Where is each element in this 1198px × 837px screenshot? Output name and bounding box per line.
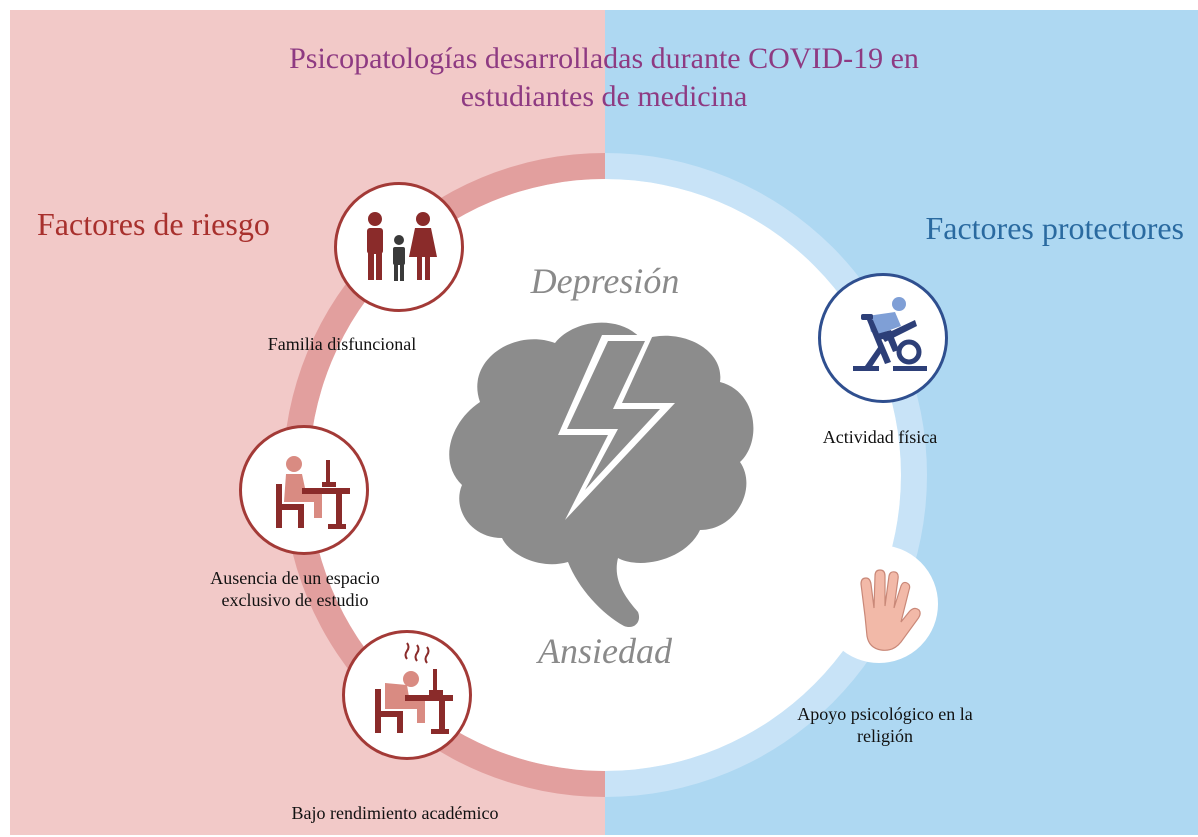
protective-item-2-label: Apoyo psicológico en la religión: [770, 703, 1000, 747]
open-hand-icon: [860, 569, 921, 651]
risk-item-2-label-line-1: Ausencia de un espacio: [210, 568, 380, 588]
protective-factors-heading: Factores protectores: [925, 210, 1184, 246]
title-line-2: estudiantes de medicina: [460, 80, 748, 113]
family-icon-circle: [334, 182, 464, 312]
open-hand-icon-circle: [820, 545, 938, 663]
risk-item-2-label: Ausencia de un espacio exclusivo de estu…: [175, 567, 415, 611]
central-ring: [283, 153, 927, 797]
family-icon: [367, 212, 437, 281]
diagram-canvas: Psicopatologías desarrolladas durante CO…: [10, 10, 1198, 835]
stationary-bike-icon-circle: [818, 273, 948, 403]
center-top-label: Depresión: [530, 261, 680, 301]
protective-item-1-label: Actividad física: [822, 427, 938, 447]
desk-study-icon: [276, 456, 350, 529]
desk-study-icon-circle: [239, 425, 369, 555]
risk-item-1-label: Familia disfuncional: [267, 334, 417, 354]
stationary-bike-icon: [853, 297, 927, 371]
brain-lightning-icon: [449, 322, 754, 628]
risk-item-2-label-line-2: exclusivo de estudio: [221, 590, 369, 610]
center-bottom-label: Ansiedad: [538, 631, 672, 671]
title-line-1: Psicopatologías desarrolladas durante CO…: [289, 42, 919, 75]
protective-item-2-label-line-1: Apoyo psicológico en la: [797, 704, 973, 724]
stressed-student-icon-circle: [342, 630, 472, 760]
risk-item-3-label: Bajo rendimiento académico: [291, 803, 499, 823]
diagram-title: Psicopatologías desarrolladas durante CO…: [10, 40, 1198, 116]
protective-item-2-label-line-2: religión: [857, 726, 913, 746]
stressed-student-icon: [375, 642, 453, 734]
risk-factors-heading: Factores de riesgo: [37, 206, 270, 242]
